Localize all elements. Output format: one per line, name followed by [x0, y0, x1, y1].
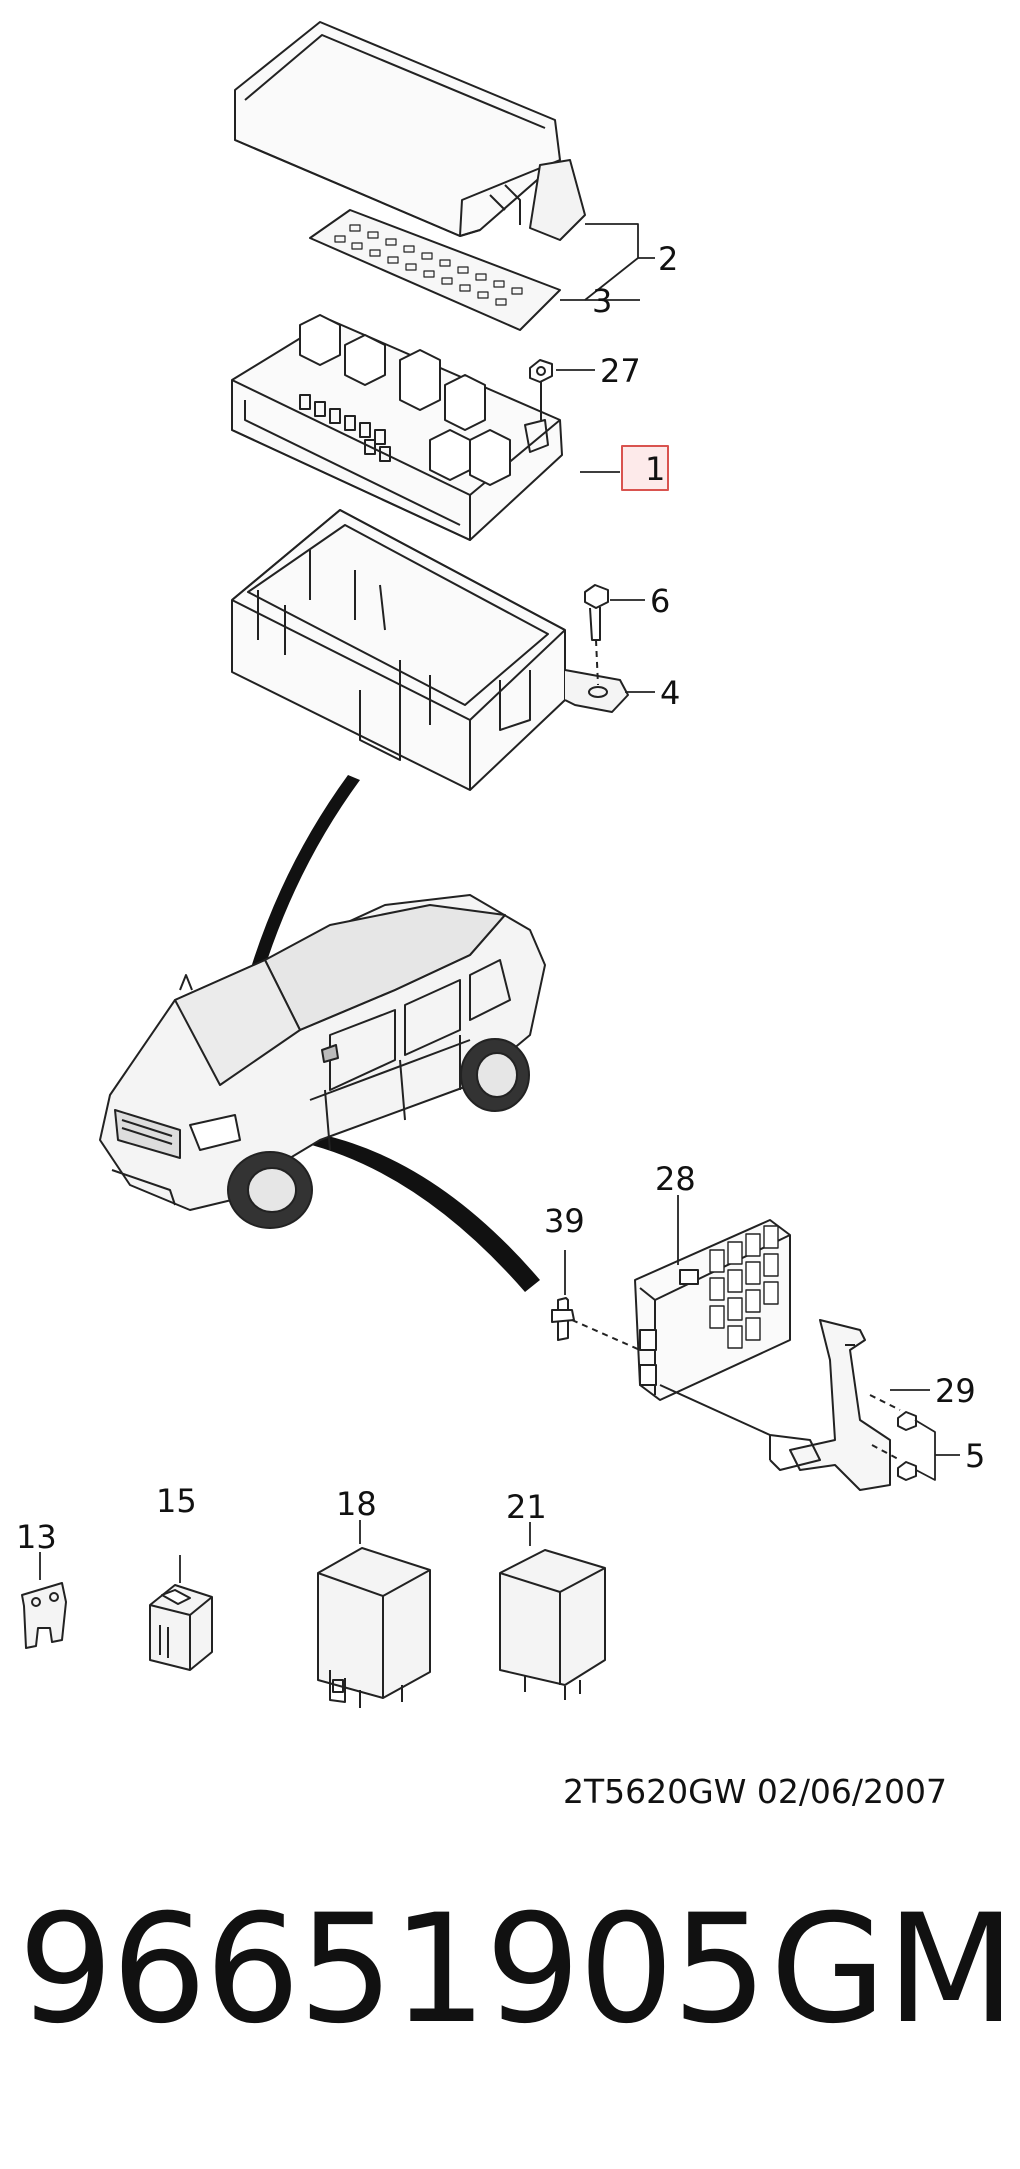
callout-5: 5 [965, 1437, 985, 1475]
nuts-5 [871, 1411, 917, 1481]
body-control-module [634, 1219, 791, 1401]
callout-leaders [39, 223, 960, 1583]
relay-18 [317, 1547, 431, 1708]
part-number: 96651905 [18, 1883, 767, 2057]
fuse-relay-block [231, 314, 563, 541]
callout-39: 39 [544, 1202, 585, 1240]
bolt-6 [584, 584, 609, 686]
callout-21: 21 [506, 1488, 547, 1526]
callout-15: 15 [156, 1482, 197, 1520]
fuse-label-sheet [309, 209, 561, 331]
mounting-bracket [659, 1319, 901, 1491]
callout-labels: 1 2 3 4 5 6 13 15 18 21 27 28 29 39 [16, 240, 985, 1556]
fuse-box-housing [231, 509, 629, 791]
callout-18: 18 [336, 1485, 377, 1523]
relay-21 [499, 1549, 606, 1700]
nut-27 [529, 359, 553, 420]
callout-29: 29 [935, 1372, 976, 1410]
callout-6: 6 [650, 582, 670, 620]
cartridge-fuse-15 [149, 1584, 213, 1671]
brand-name: GM [770, 1883, 1016, 2057]
fuse-box-cover [234, 21, 586, 241]
callout-27: 27 [600, 352, 641, 390]
mini-fuse-13 [21, 1582, 67, 1649]
drawing-code: 2T5620GW 02/06/2007 [563, 1772, 947, 1811]
pointer-to-body-control-module [280, 1128, 540, 1292]
callout-13: 13 [16, 1518, 57, 1556]
callout-1-highlight [621, 445, 669, 491]
callout-3: 3 [592, 282, 612, 320]
car-illustration [99, 894, 546, 1229]
bolt-39 [551, 1297, 641, 1351]
callout-4: 4 [660, 674, 680, 712]
callout-1: 1 [645, 450, 665, 488]
callout-2: 2 [658, 240, 678, 278]
callout-28: 28 [655, 1160, 696, 1198]
